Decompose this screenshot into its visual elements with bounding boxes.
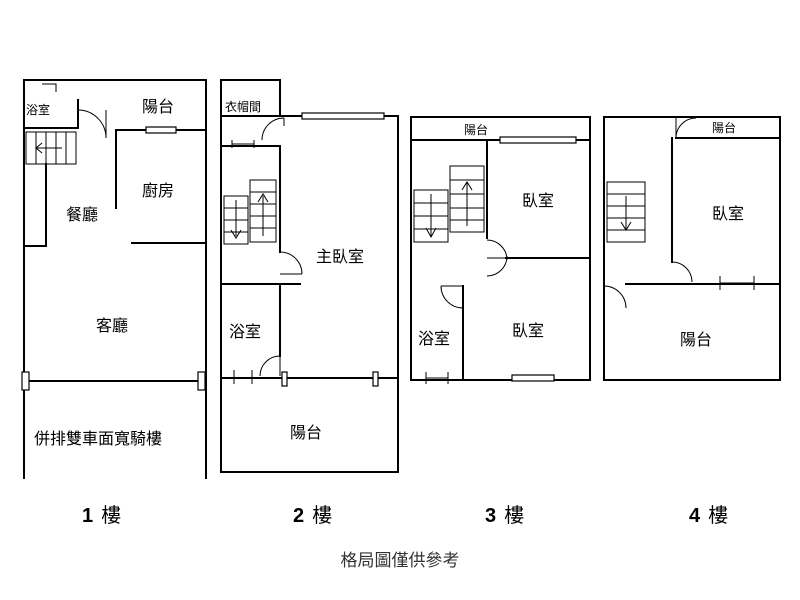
floor-1-door-swing [77, 109, 107, 139]
floor-3-top-window [499, 136, 577, 144]
floor-1-balcony-label: 陽台 [142, 97, 174, 116]
floor-2-master-bedroom-label: 主臥室 [316, 247, 364, 266]
floor-1-parking-label: 併排雙車面寬騎樓 [34, 429, 162, 448]
floor-2-balcony-label: 陽台 [290, 423, 322, 442]
floor-3-balcony-label: 陽台 [464, 122, 488, 137]
floor-1-kitchen-window [145, 126, 177, 134]
floor-1-dining-label: 餐廳 [66, 205, 98, 224]
floor-3-plan: 陽台 臥室 浴室 臥室 [410, 116, 591, 384]
floor-3-bottom-window [511, 374, 555, 382]
floor-4-outer-walls [603, 116, 781, 381]
floor-4-plan: 陽台 臥室 陽台 [603, 116, 781, 381]
floor-2-bathroom-label: 浴室 [229, 322, 261, 341]
reference-caption: 格局圖僅供參考 [341, 551, 460, 571]
floor-2-closet-label: 衣帽間 [225, 99, 261, 114]
floor-3-outer-walls [410, 116, 591, 381]
floor-1-living-label: 客廳 [96, 316, 128, 335]
floor-4-bedroom-label: 臥室 [712, 204, 744, 223]
floor-1-bathroom-label: 浴室 [26, 102, 50, 117]
floor-4-balcony-top-label: 陽台 [712, 120, 736, 135]
floor-3-bedroom-lower-label: 臥室 [512, 321, 544, 340]
floor-1-plan: 浴室 陽台 廚房 餐廳 客廳 併排雙車面寬騎樓 [21, 79, 207, 479]
floor-1-kitchen-label: 廚房 [142, 181, 174, 200]
floor-3-bathroom-label: 浴室 [418, 329, 450, 348]
floor-1-outer-walls [23, 79, 207, 479]
floor-2-top-window [301, 112, 385, 120]
floor-4-balcony-front-label: 陽台 [680, 330, 712, 349]
floor-2-closet-walls [220, 79, 281, 117]
floor-3-bedroom-upper-label: 臥室 [522, 191, 554, 210]
floor-2-plan: 衣帽間 主臥室 浴室 陽台 [220, 79, 399, 473]
